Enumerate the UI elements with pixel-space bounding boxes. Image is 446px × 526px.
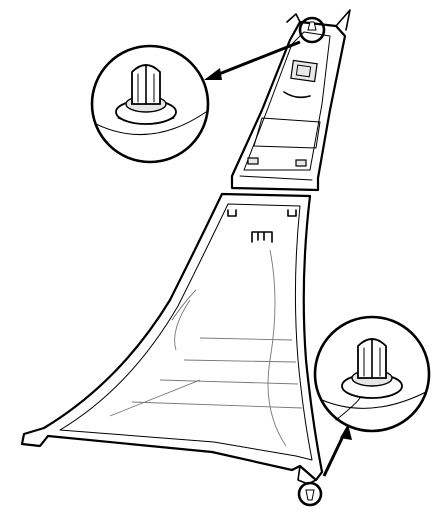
upper-trim-recess — [253, 117, 321, 149]
lower-trim-bracket — [251, 231, 273, 243]
upper-trim-tab-right — [295, 159, 307, 167]
bottom-clip-locator-circle — [297, 481, 323, 507]
lower-trim-contour-7 — [267, 249, 287, 447]
lower-trim-contour-2 — [174, 299, 191, 351]
bottom-callout-arrowhead — [340, 424, 352, 440]
top-clip-small — [307, 21, 317, 31]
bottom-clip-rib — [335, 397, 361, 421]
bottom-clip-small — [305, 489, 315, 501]
upper-trim-inner-edge — [243, 31, 331, 171]
lower-trim-contour-6 — [131, 401, 303, 409]
lower-trim-contour-8 — [109, 379, 201, 417]
upper-pillar-trim — [230, 9, 351, 192]
upper-trim-bottom-edge — [239, 175, 313, 181]
lower-pillar-trim-outline — [20, 192, 324, 482]
bottom-clip-callout — [297, 315, 431, 507]
lower-trim-contour-5 — [159, 379, 299, 385]
lower-trim-slot-left — [227, 209, 237, 217]
top-clip-ribs — [137, 73, 155, 103]
upper-trim-arc — [283, 91, 311, 99]
bottom-clip-detail — [321, 338, 427, 421]
upper-trim-left-tab — [286, 13, 301, 23]
lower-trim-slot-right — [287, 209, 297, 217]
top-callout-leader — [213, 40, 301, 78]
bottom-clip-panel-edge — [321, 391, 427, 409]
top-clip-callout — [90, 16, 326, 164]
upper-trim-right-tab — [335, 9, 351, 31]
lower-pillar-trim — [20, 192, 324, 485]
bottom-callout-leader — [322, 433, 346, 477]
top-clip-panel-edge — [95, 111, 207, 136]
top-clip-detail — [95, 64, 207, 136]
top-clip-locator-circle — [298, 16, 326, 44]
lower-trim-inner-edge — [59, 203, 313, 461]
bottom-clip-ribs — [363, 347, 381, 377]
lower-trim-contour-1 — [171, 289, 197, 321]
lower-trim-contour-4 — [183, 359, 297, 363]
lower-trim-contour-3 — [199, 337, 293, 341]
top-callout-arrowhead — [204, 68, 222, 80]
upper-trim-tab-left — [247, 157, 259, 165]
upper-trim-boss-inner — [295, 64, 312, 78]
top-clip-shadow — [117, 117, 175, 125]
upper-trim-square-boss — [290, 59, 318, 83]
